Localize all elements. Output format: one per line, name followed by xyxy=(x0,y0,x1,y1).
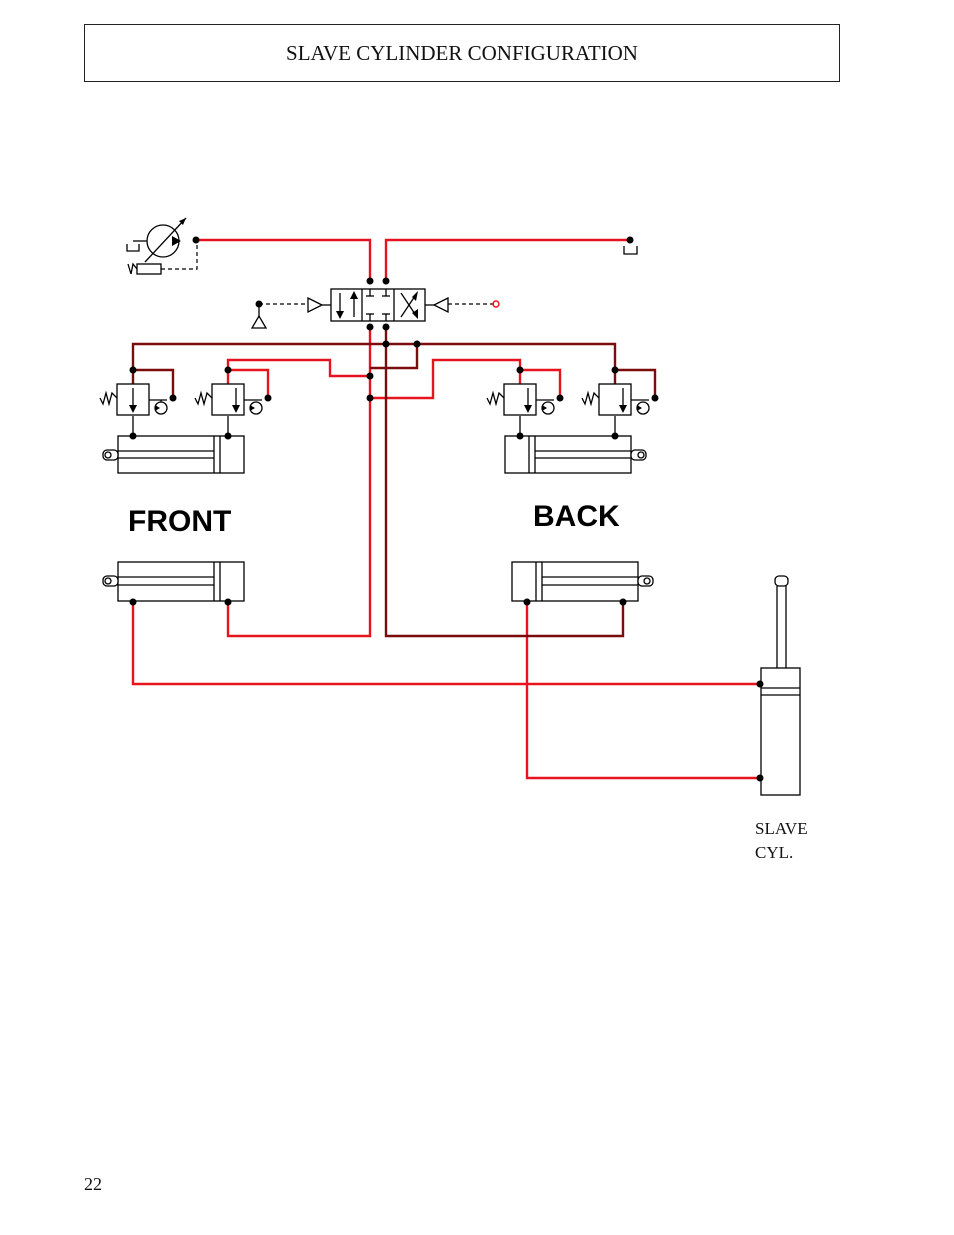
back-to-slave-line xyxy=(527,602,762,778)
page-number: 22 xyxy=(84,1174,102,1195)
main-manifold-line xyxy=(133,344,615,384)
valve-back-right xyxy=(582,384,649,415)
crossover-line xyxy=(370,344,417,368)
pump-compensator-icon xyxy=(137,264,161,274)
valve-cylinder-connectors xyxy=(133,416,615,436)
front-rod-line xyxy=(228,327,370,636)
slave-label-line2: CYL. xyxy=(755,843,793,862)
valve-front-right xyxy=(195,384,262,415)
variable-pump xyxy=(127,218,197,274)
front-label: FRONT xyxy=(128,505,231,538)
slave-label-line1: SLAVE xyxy=(755,819,808,838)
front-lower-cylinder xyxy=(103,562,244,601)
pump-to-valve-line xyxy=(196,240,370,281)
back-label: BACK xyxy=(533,500,620,533)
back-upper-cylinder xyxy=(505,436,646,473)
return-tank-icon xyxy=(624,246,637,254)
front-valve-feed-line xyxy=(228,360,370,384)
back-valve-feed-line xyxy=(370,360,520,398)
tank-icon xyxy=(127,244,139,251)
pilot-source-icon xyxy=(252,316,266,328)
back-lower-cylinder xyxy=(512,562,653,601)
counterbalance-valves xyxy=(100,384,649,415)
slave-cylinder xyxy=(761,576,800,795)
valve-back-left xyxy=(487,384,554,415)
directional-control-valve xyxy=(252,289,499,328)
valve-front-left xyxy=(100,384,167,415)
front-upper-cylinder xyxy=(103,436,244,473)
valve-to-tank-line xyxy=(386,240,630,281)
